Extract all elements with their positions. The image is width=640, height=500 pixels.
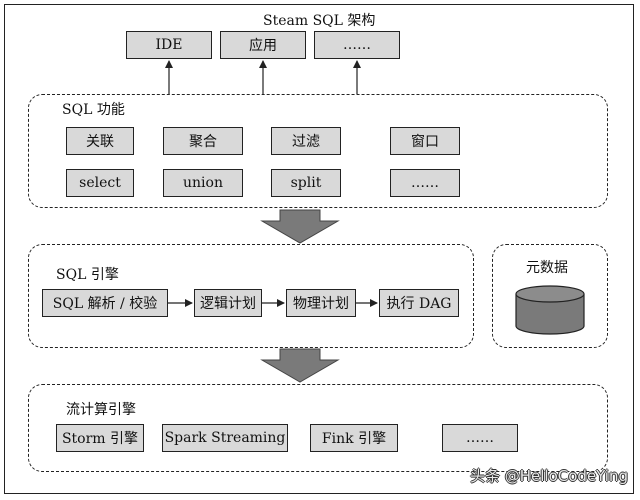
- app-box-ide: IDE: [126, 31, 212, 59]
- stream-engine-title: 流计算引擎: [66, 402, 136, 418]
- function-more: ……: [390, 169, 460, 197]
- sql-functions-title: SQL 功能: [62, 102, 125, 118]
- watermark: 头条 @HelloCodeYing: [469, 467, 628, 485]
- app-box-more: ……: [314, 31, 400, 59]
- sql-engine-title: SQL 引擎: [56, 267, 119, 283]
- block-arrow-down-2: [260, 348, 340, 383]
- sql-engine-group: [28, 244, 474, 348]
- engine-storm: Storm 引擎: [56, 424, 144, 452]
- function-join: 关联: [66, 127, 134, 155]
- diagram-title: Steam SQL 架构: [263, 13, 376, 29]
- block-arrow-down-1: [260, 209, 340, 244]
- engine-more: ……: [442, 424, 518, 452]
- diagram-frame: [4, 4, 634, 494]
- step-execute-dag: 执行 DAG: [379, 289, 459, 317]
- app-box-application: 应用: [220, 31, 306, 59]
- step-physical-plan: 物理计划: [286, 289, 356, 317]
- step-logical-plan: 逻辑计划: [194, 289, 262, 317]
- engine-spark-streaming: Spark Streaming: [162, 424, 288, 452]
- metadata-title: 元数据: [526, 260, 568, 276]
- function-filter: 过滤: [271, 127, 341, 155]
- step-parse-validate: SQL 解析 / 校验: [42, 289, 168, 317]
- function-window: 窗口: [390, 127, 460, 155]
- function-aggregate: 聚合: [163, 127, 243, 155]
- function-select: select: [66, 169, 134, 197]
- stream-engine-group: [28, 384, 608, 472]
- engine-fink: Fink 引擎: [310, 424, 398, 452]
- function-union: union: [163, 169, 243, 197]
- database-icon: [515, 285, 585, 335]
- metadata-group: [492, 244, 608, 348]
- function-split: split: [271, 169, 341, 197]
- sql-functions-group: [28, 94, 608, 208]
